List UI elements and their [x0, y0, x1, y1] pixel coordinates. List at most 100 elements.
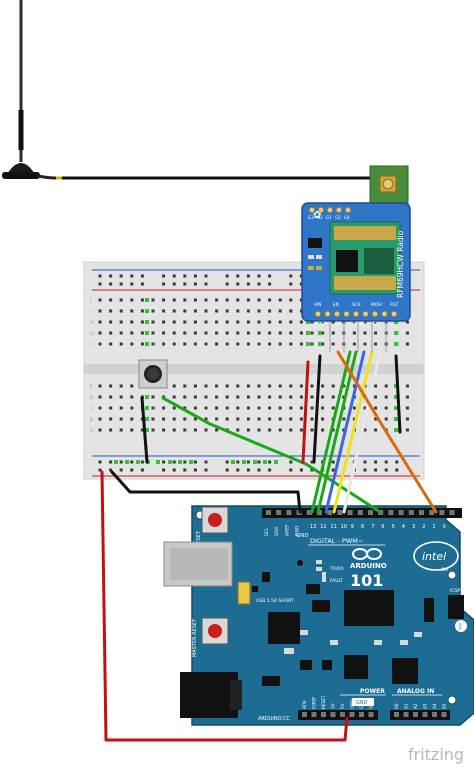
svg-text:F: F	[90, 342, 93, 347]
power-pin-label: 3V	[331, 703, 336, 709]
wire-black-gnd	[110, 470, 302, 514]
radio-bottom-pin-label: SCK	[352, 302, 361, 307]
header-pin-label: GND	[295, 525, 301, 536]
radio-bottom-pins	[314, 310, 398, 318]
wire-red-5v	[100, 470, 349, 742]
power-pin-label: ATN	[302, 701, 307, 709]
header-pin-label: SCL	[264, 527, 270, 536]
fritzing-brand: fritzing	[408, 745, 464, 764]
radio-top-pin-label: G5	[335, 215, 341, 220]
analog-pin-label: A3	[423, 703, 428, 709]
digital-pin-label: 1	[432, 524, 435, 530]
wire-red-radio	[301, 360, 310, 464]
radio-bottom-pin-label: MISO	[354, 321, 366, 326]
breadboard-row-letters: J I H G F E D C B A	[89, 298, 93, 433]
master-reset-label: MASTER RESET	[192, 618, 198, 657]
usb-label: USB 1.5A SHORT	[256, 598, 294, 604]
power-pin-label: IOREF	[312, 696, 317, 709]
radio-bottom-pin-label: VIN	[314, 302, 321, 307]
radio-bottom-pin-label: RST	[390, 302, 399, 307]
digital-header-pins	[266, 510, 455, 515]
wires	[100, 321, 438, 742]
push-button	[138, 359, 168, 389]
intel-logo: intel	[422, 550, 446, 563]
reset-label: RESET	[196, 530, 202, 547]
power-label: POWER	[360, 688, 385, 695]
svg-text:I: I	[90, 309, 91, 314]
digital-label: DIGITAL - PWM~	[310, 537, 363, 545]
digital-pin-label: 5	[392, 524, 395, 530]
arduino-101-board: RESET MASTER RESET GND DIGITAL - PWM~ SC…	[163, 505, 474, 726]
wire-blue-mosi	[324, 350, 366, 514]
wire-green-sck	[316, 350, 358, 514]
radio-top-pin-label: G2	[317, 215, 323, 220]
svg-text:G: G	[90, 331, 93, 336]
svg-text:D: D	[90, 395, 93, 400]
arduino-brand: ARDUINO	[350, 562, 387, 570]
analog-pin-label: A1	[404, 703, 409, 709]
radio-name: RFM69HCW Radio	[396, 230, 405, 298]
wire-black-right	[394, 354, 402, 434]
radio-top-pin-label: G4	[344, 215, 350, 220]
radio-bottom-pin-label: EN	[333, 302, 339, 307]
power-header-pins	[302, 712, 374, 717]
svg-text:B: B	[90, 417, 93, 422]
header-pin-label: AREF	[284, 524, 290, 536]
radio-bottom-pin-label: G0	[335, 321, 341, 326]
arduino-model: 101	[350, 571, 383, 590]
digital-pin-label: 13	[310, 524, 316, 530]
digital-pin-label: 3	[412, 524, 415, 530]
wire-green-button	[161, 396, 382, 514]
arduino-infinity-logo-icon	[352, 548, 382, 560]
digital-pin-label: 2	[422, 524, 425, 530]
wire-white-cs	[342, 350, 382, 514]
digital-pin-label: 11	[330, 524, 336, 530]
antenna-connector-pcb	[369, 165, 409, 211]
digital-pin-label: 8	[361, 524, 364, 530]
analog-pin-label: A0	[394, 703, 399, 709]
radio-bottom-pin-label: CS	[373, 321, 379, 326]
analog-label: ANALOG IN	[397, 688, 434, 695]
header-gnd-label: GND	[296, 533, 309, 539]
header-pin-label: SDA	[274, 526, 280, 536]
wire-black-radio-gnd	[312, 354, 322, 464]
digital-pin-label: 9	[351, 524, 354, 530]
analog-pin-label: A4	[432, 703, 437, 709]
antenna	[2, 0, 57, 180]
radio-bottom-pin-label: MOSI	[371, 302, 382, 307]
radio-bottom-pin-label: GND	[316, 321, 326, 326]
power-pin-label: 5V	[340, 703, 345, 709]
digital-pin-label: 7	[371, 524, 374, 530]
digital-pin-label: 6	[381, 524, 384, 530]
digital-pin-label: 10	[341, 524, 347, 530]
icsp-label: ICSP	[450, 588, 460, 594]
bluetooth-icon: ᛒ	[458, 622, 463, 631]
radio-top-pins	[308, 206, 352, 214]
svg-text:C: C	[90, 406, 93, 411]
wire-black-button	[140, 396, 149, 464]
analog-header-pins	[394, 712, 447, 717]
svg-text:E: E	[90, 384, 93, 389]
power-pin-label: RESET	[321, 695, 326, 709]
digital-pin-label: 0	[443, 524, 446, 530]
wire-green-g0	[310, 350, 352, 514]
svg-text:J: J	[89, 298, 91, 303]
fault-label: FAULT	[330, 578, 343, 584]
digital-pin-label: 4	[402, 524, 405, 530]
digital-pin-label: 12	[320, 524, 326, 530]
adafruit-logo-icon: ✿	[313, 210, 321, 221]
svg-text:H: H	[90, 320, 93, 325]
wire-orange-rst	[336, 350, 438, 514]
gnd-pin-label: GND	[356, 700, 368, 706]
txrx-label: TX/RX	[329, 566, 344, 572]
radio-top-pin-label: G1	[326, 215, 332, 220]
intel-sub: ON	[441, 567, 448, 573]
analog-pin-label: A2	[413, 703, 418, 709]
wire-yellow-miso	[332, 350, 374, 514]
svg-text:A: A	[90, 428, 93, 433]
analog-pin-label: A5	[442, 703, 447, 709]
radio-top-pin-label: G3	[308, 215, 314, 220]
arduino-site: ARDUINO.CC	[258, 716, 290, 722]
